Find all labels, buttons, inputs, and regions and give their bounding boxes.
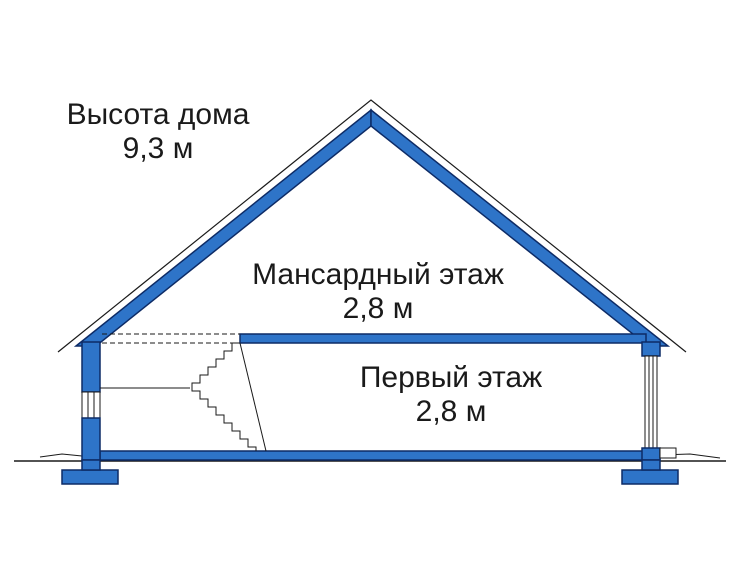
left-wall xyxy=(61,341,119,485)
house-height-title: Высота дома xyxy=(66,98,250,131)
attic-floor-slab xyxy=(102,333,647,344)
attic-floor-value: 2,8 м xyxy=(342,292,414,325)
right-wall xyxy=(621,341,679,485)
left-window xyxy=(81,391,101,419)
staircase xyxy=(191,342,257,451)
house-height-value: 9,3 м xyxy=(122,132,194,165)
first-floor-value: 2,8 м xyxy=(415,395,487,428)
first-floor-title: Первый этаж xyxy=(359,361,543,394)
right-foundation xyxy=(621,469,679,485)
ground-floor-slab xyxy=(99,450,647,461)
first-floor-label: Первый этаж 2,8 м xyxy=(330,361,572,429)
roof xyxy=(57,99,687,353)
right-window xyxy=(644,355,658,449)
attic-floor-title: Мансардный этаж xyxy=(252,258,504,291)
staircase-right-edge xyxy=(239,342,267,452)
house-height-label: Высота дома 9,3 м xyxy=(40,98,276,166)
left-foundation xyxy=(61,469,119,485)
attic-floor-label: Мансардный этаж 2,8 м xyxy=(218,258,538,326)
